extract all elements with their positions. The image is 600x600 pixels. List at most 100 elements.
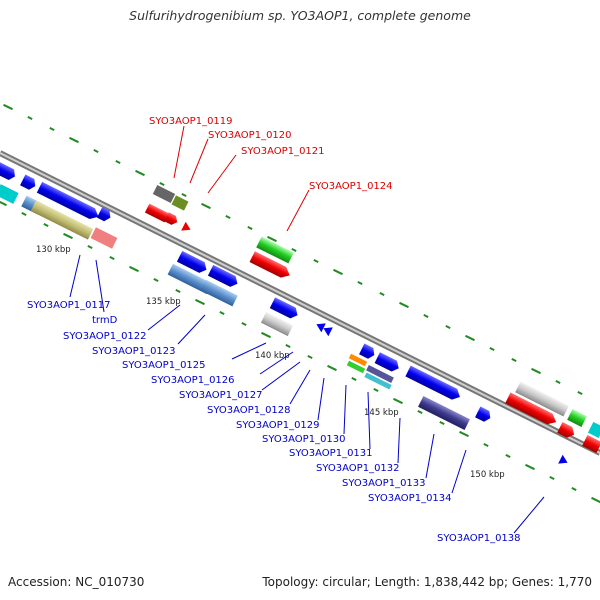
gene-orange-0129[interactable] — [348, 353, 368, 367]
kbp-marker-140: 140 kbp — [255, 351, 290, 361]
kbp-marker-130: 130 kbp — [36, 245, 71, 255]
upper-tick — [201, 202, 211, 210]
gene-syo3aop1-0123[interactable] — [207, 264, 240, 289]
lower-tick — [153, 278, 159, 282]
gene-syo3aop1-0121[interactable] — [181, 221, 193, 235]
lower-tick — [417, 410, 423, 414]
top-label-leaders — [173, 125, 310, 232]
lower-tick — [241, 322, 247, 326]
upper-tick — [247, 226, 253, 230]
gene-syo3aop1-0119[interactable] — [152, 185, 176, 203]
label-trmd[interactable]: trmD — [92, 315, 118, 326]
lower-tick — [505, 454, 511, 458]
gene-syo3aop1-0122[interactable] — [176, 250, 209, 275]
lower-tick — [483, 443, 489, 447]
lower-tick — [129, 265, 139, 273]
upper-tick — [267, 235, 277, 243]
upper-tick — [531, 367, 541, 375]
gene-green-0130[interactable] — [346, 360, 366, 374]
lower-tick — [307, 355, 313, 359]
upper-tick — [511, 358, 517, 362]
gene-blue-0115[interactable] — [20, 174, 38, 192]
map-title: Sulfurihydrogenibium sp. YO3AOP1, comple… — [129, 8, 471, 23]
label-syo3aop1-0122[interactable]: SYO3AOP1_0122 — [63, 331, 147, 342]
upper-tick — [445, 325, 451, 329]
label-syo3aop1-0134[interactable]: SYO3AOP1_0134 — [368, 493, 452, 504]
lower-tick — [591, 496, 600, 504]
lower-tick — [109, 256, 115, 260]
label-syo3aop1-0123[interactable]: SYO3AOP1_0123 — [92, 346, 176, 357]
gene-red-0139[interactable] — [582, 435, 600, 453]
gene-syo3aop1-0117[interactable] — [30, 200, 94, 240]
upper-tick — [27, 116, 33, 120]
genome-backbone-highlight — [0, 152, 600, 454]
gene-syo3aop1-0126[interactable] — [260, 311, 294, 337]
label-syo3aop1-0124[interactable]: SYO3AOP1_0124 — [309, 181, 393, 192]
gene-syo3aop1-0127[interactable] — [314, 320, 326, 333]
gene-syo3aop1-0131[interactable] — [366, 365, 394, 383]
gene-trmd[interactable] — [90, 227, 118, 249]
gene-red-0120[interactable] — [164, 212, 179, 226]
gene-steel-0122[interactable] — [167, 263, 213, 295]
label-syo3aop1-0127[interactable]: SYO3AOP1_0127 — [179, 390, 263, 401]
gene-syo3aop1-0129[interactable] — [359, 343, 377, 361]
gene-blue-0134[interactable] — [475, 406, 493, 424]
label-syo3aop1-0119[interactable]: SYO3AOP1_0119 — [149, 116, 233, 127]
gene-syo3aop1-0124[interactable] — [256, 236, 294, 264]
upper-tick — [465, 334, 475, 342]
lower-tick — [549, 476, 555, 480]
label-syo3aop1-0126[interactable]: SYO3AOP1_0126 — [151, 375, 235, 386]
top-labels: SYO3AOP1_0119 SYO3AOP1_0120 SYO3AOP1_012… — [149, 116, 393, 192]
gene-syo3aop1-0134[interactable] — [418, 396, 470, 430]
gene-red-0119[interactable] — [144, 203, 170, 223]
gene-cyan-0139[interactable] — [587, 421, 600, 439]
label-syo3aop1-0133[interactable]: SYO3AOP1_0133 — [342, 478, 426, 489]
label-syo3aop1-0132[interactable]: SYO3AOP1_0132 — [316, 463, 400, 474]
gene-red-0137[interactable] — [557, 422, 577, 440]
lower-tick — [87, 245, 93, 249]
upper-tick — [115, 160, 121, 164]
label-syo3aop1-0125[interactable]: SYO3AOP1_0125 — [122, 360, 206, 371]
lower-tick — [195, 298, 205, 306]
gene-cyan-0115[interactable] — [0, 184, 19, 204]
gene-red-0124[interactable] — [249, 251, 293, 281]
label-syo3aop1-0117[interactable]: SYO3AOP1_0117 — [27, 300, 111, 311]
label-syo3aop1-0128[interactable]: SYO3AOP1_0128 — [207, 405, 291, 416]
label-syo3aop1-0120[interactable]: SYO3AOP1_0120 — [208, 130, 292, 141]
gene-syo3aop1-0133[interactable] — [405, 365, 462, 403]
forward-strand-genes — [0, 162, 570, 468]
gene-syo3aop1-0125[interactable] — [269, 297, 300, 320]
gene-syo3aop1-0130[interactable] — [374, 352, 402, 373]
upper-tick — [291, 248, 297, 252]
gene-syo3aop1-0138[interactable] — [558, 454, 570, 468]
gene-steel-0123[interactable] — [200, 279, 238, 307]
bottom-labels: SYO3AOP1_0117 trmD SYO3AOP1_0122 SYO3AOP… — [27, 300, 521, 544]
gene-grey-0136[interactable] — [515, 381, 569, 417]
accession-text: Accession: NC_010730 — [8, 575, 145, 589]
gene-blue-0116b[interactable] — [96, 206, 113, 223]
topology-text: Topology: circular; Length: 1,838,442 bp… — [262, 575, 592, 589]
lower-tick — [525, 463, 535, 471]
gene-syo3aop1-0128[interactable] — [321, 324, 333, 337]
label-syo3aop1-0121[interactable]: SYO3AOP1_0121 — [241, 146, 325, 157]
gene-blue-0114[interactable] — [0, 162, 18, 182]
lower-tick — [219, 311, 225, 315]
kbp-marker-150: 150 kbp — [470, 470, 505, 480]
gene-red-0136[interactable] — [505, 392, 559, 428]
gene-syo3aop1-0120[interactable] — [171, 195, 189, 211]
label-syo3aop1-0131[interactable]: SYO3AOP1_0131 — [289, 448, 373, 459]
gene-syo3aop1-0132[interactable] — [364, 372, 392, 390]
upper-tick — [423, 314, 429, 318]
kbp-marker-135: 135 kbp — [146, 297, 181, 307]
upper-tick — [577, 391, 583, 395]
label-syo3aop1-0130[interactable]: SYO3AOP1_0130 — [262, 434, 346, 445]
label-syo3aop1-0138[interactable]: SYO3AOP1_0138 — [437, 533, 521, 544]
upper-tick — [3, 103, 13, 111]
label-syo3aop1-0129[interactable]: SYO3AOP1_0129 — [236, 420, 320, 431]
upper-tick — [357, 281, 363, 285]
lower-tick — [351, 377, 357, 381]
upper-tick — [69, 136, 79, 144]
gene-blue-0116[interactable] — [36, 181, 101, 222]
lower-tick — [373, 388, 379, 392]
gene-green-0137[interactable] — [567, 409, 587, 427]
